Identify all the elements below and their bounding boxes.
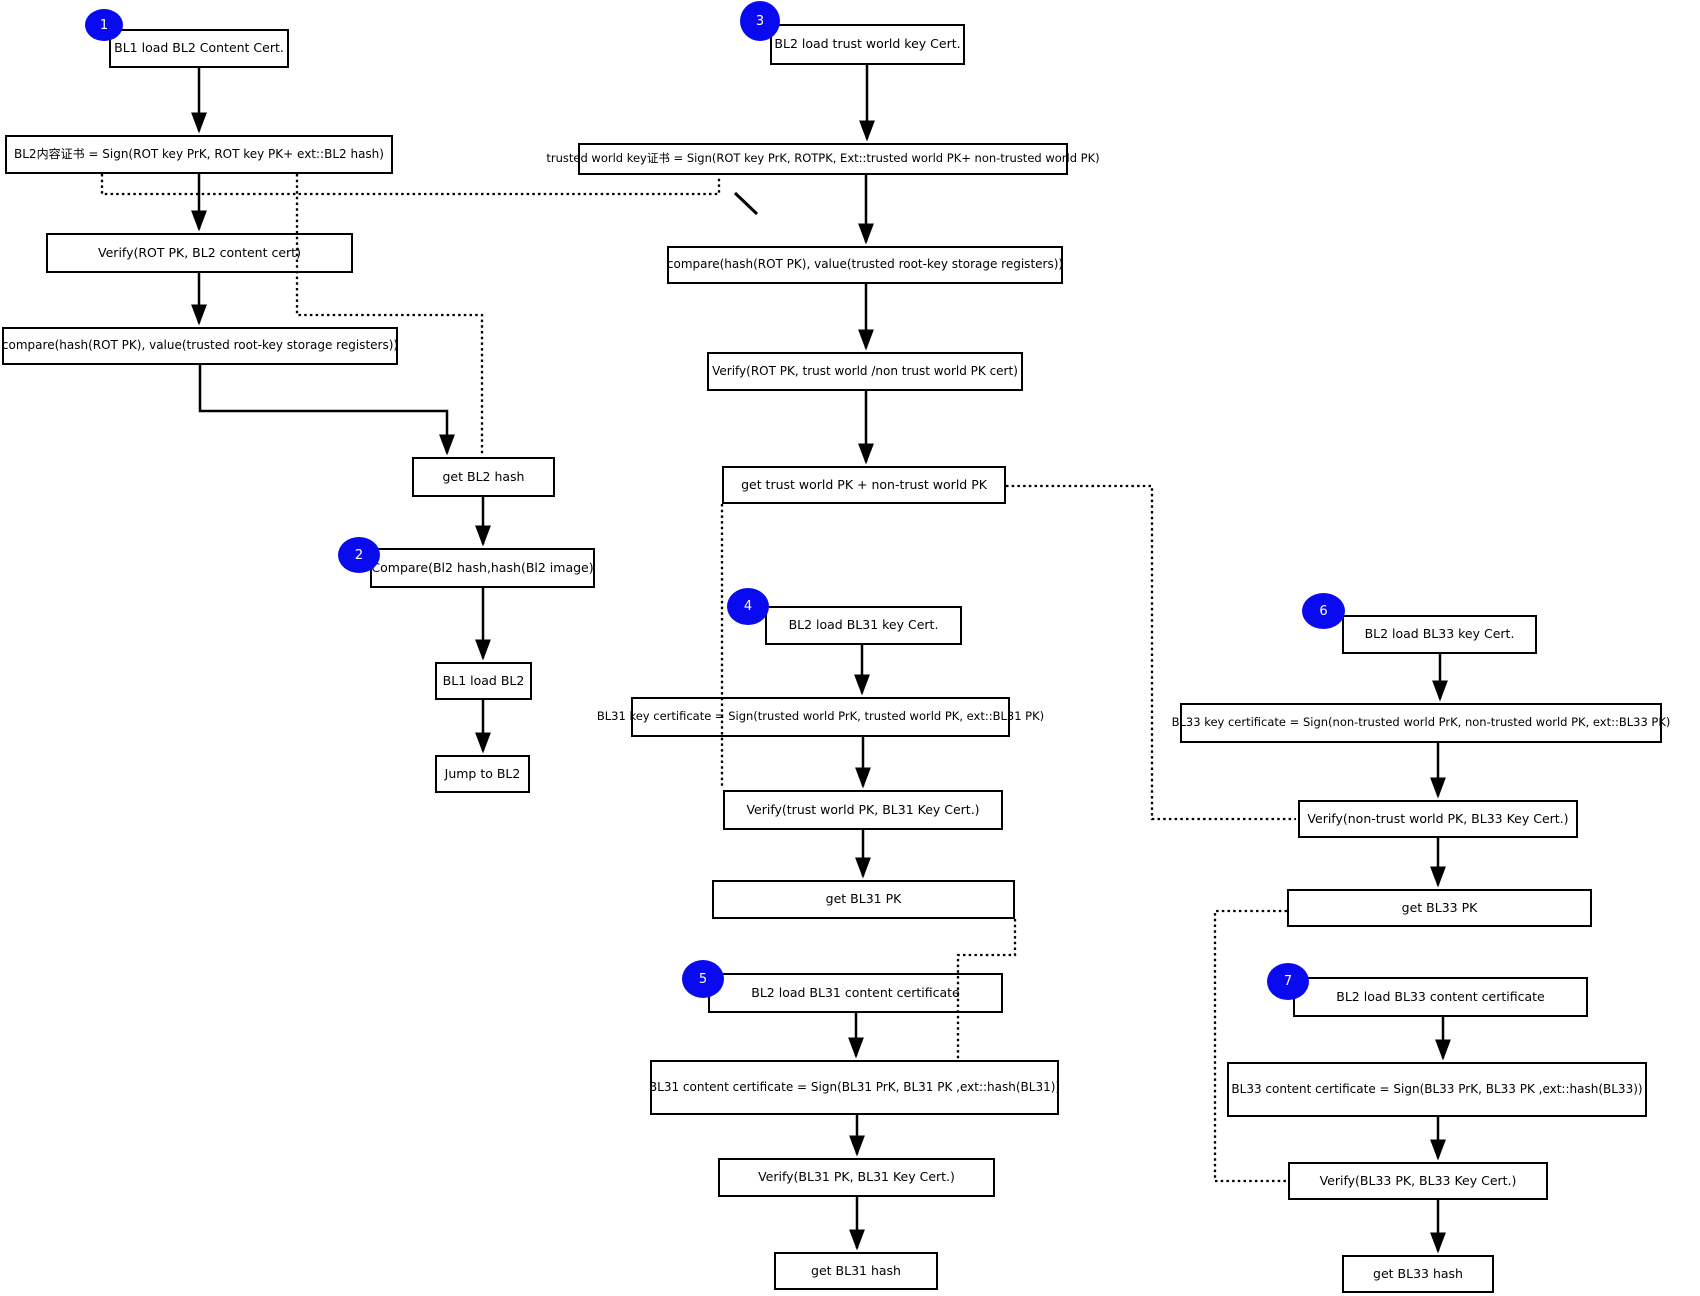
elbow-arrow-to-get-bl2-hash — [198, 365, 456, 456]
node-verify-rot-trust-world: Verify(ROT PK, trust world /non trust wo… — [707, 352, 1023, 391]
step-badge-1: 1 — [85, 9, 123, 41]
node-trusted-world-key-sign: trusted world key证书 = Sign(ROT key PrK, … — [546, 143, 1100, 175]
node-bl31-content-cert-sign: BL31 content certificate = Sign(BL31 PrK… — [649, 1060, 1060, 1115]
link-bl2cert-to-get-bl2-hash — [295, 174, 484, 455]
step-badge-6: 6 — [1302, 593, 1345, 629]
node-bl1-load-bl2-content-cert: BL1 load BL2 Content Cert. — [109, 29, 289, 68]
node-bl2-load-bl31-content-cert: BL2 load BL31 content certificate — [708, 973, 1003, 1013]
node-bl33-content-cert-sign: BL33 content certificate = Sign(BL33 PrK… — [1227, 1062, 1647, 1117]
step-badge-4: 4 — [727, 588, 769, 625]
node-jump-to-bl2: Jump to BL2 — [435, 755, 530, 793]
dotted-links — [100, 174, 1296, 1183]
node-verify-bl33: Verify(BL33 PK, BL33 Key Cert.) — [1288, 1162, 1548, 1200]
node-compare-rot-mid: compare(hash(ROT PK), value(trusted root… — [667, 246, 1063, 284]
node-verify-trust-world-bl31: Verify(trust world PK, BL31 Key Cert.) — [723, 790, 1003, 830]
node-get-bl33-hash: get BL33 hash — [1342, 1255, 1494, 1293]
node-get-bl31-pk: get BL31 PK — [712, 880, 1015, 919]
node-verify-bl31: Verify(BL31 PK, BL31 Key Cert.) — [718, 1158, 995, 1197]
node-get-trust-world-pk: get trust world PK + non-trust world PK — [722, 466, 1006, 504]
node-bl2-load-bl33-content-cert: BL2 load BL33 content certificate — [1293, 977, 1588, 1017]
node-bl33-key-cert-sign: BL33 key certificate = Sign(non-trusted … — [1172, 703, 1670, 743]
step-badge-3: 3 — [740, 1, 780, 41]
node-get-bl2-hash: get BL2 hash — [412, 457, 555, 497]
link-rotkey-to-trusted-world-cert — [100, 174, 721, 196]
node-verify-non-trust-world-bl33: Verify(non-trust world PK, BL33 Key Cert… — [1298, 800, 1578, 838]
node-bl2-load-bl31-key-cert: BL2 load BL31 key Cert. — [765, 606, 962, 645]
node-bl31-key-cert-sign: BL31 key certificate = Sign(trusted worl… — [597, 697, 1044, 737]
node-bl2-load-trust-world-key-cert: BL2 load trust world key Cert. — [770, 24, 965, 65]
step-badge-7: 7 — [1267, 963, 1309, 1000]
node-verify-rot-bl2-content: Verify(ROT PK, BL2 content cert) — [46, 233, 353, 273]
node-get-bl33-pk: get BL33 PK — [1287, 889, 1592, 927]
node-bl1-load-bl2: BL1 load BL2 — [435, 662, 532, 700]
link-nontrustpk-to-verify-bl33-key — [1006, 484, 1296, 821]
link-bl33pk-to-verify-bl33 — [1213, 909, 1287, 1183]
step-badge-5: 5 — [682, 960, 724, 998]
node-compare-rot-left: compare(hash(ROT PK), value(trusted root… — [2, 327, 398, 365]
node-get-bl31-hash: get BL31 hash — [774, 1252, 938, 1290]
diagonal-annotation-stroke — [733, 191, 759, 216]
step-badge-2: 2 — [338, 537, 380, 573]
node-compare-bl2-hash: Compare(Bl2 hash,hash(Bl2 image) — [370, 548, 595, 588]
node-bl2-content-cert-sign: BL2内容证书 = Sign(ROT key PrK, ROT key PK+ … — [5, 135, 393, 174]
node-bl2-load-bl33-key-cert: BL2 load BL33 key Cert. — [1342, 615, 1537, 654]
